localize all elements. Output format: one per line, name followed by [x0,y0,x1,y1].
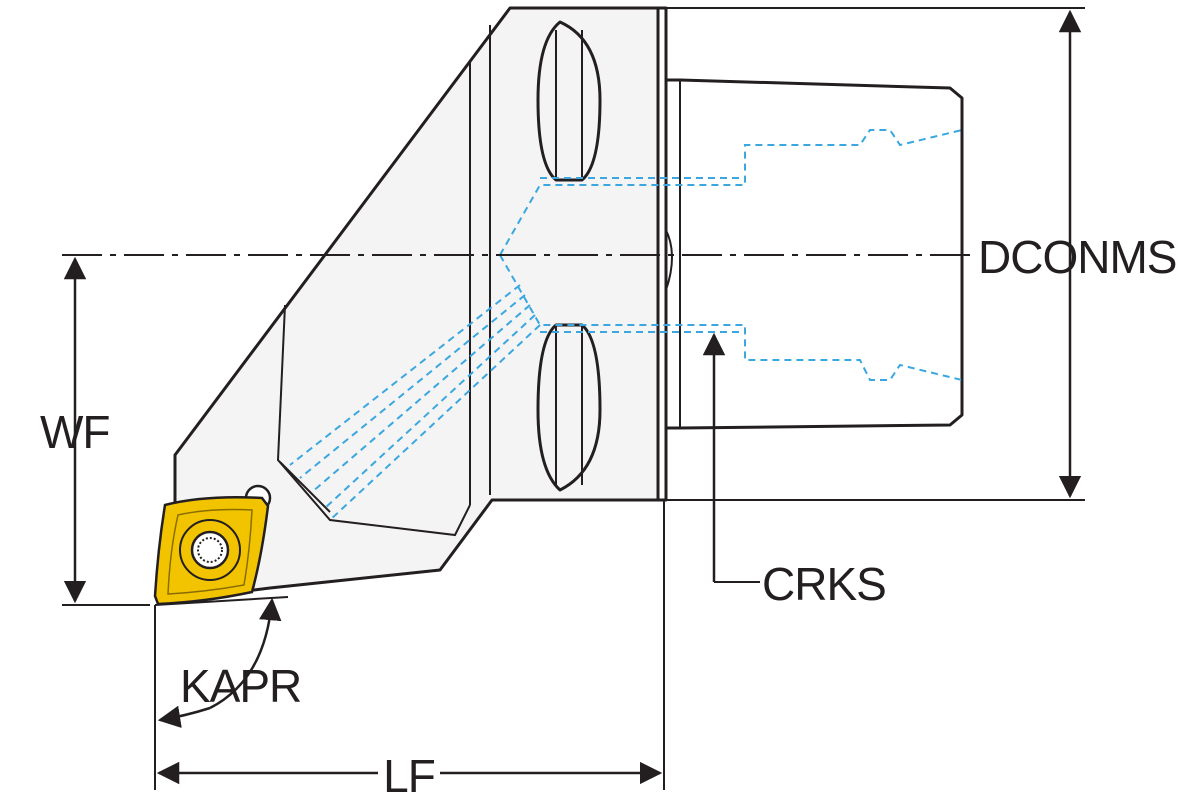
holder-shank [664,78,964,430]
wf-label: WF [40,406,110,458]
dconms-label: DCONMS [978,231,1176,283]
wf-dimension [62,256,150,606]
cutting-insert [153,496,270,606]
kapr-dimension [154,596,289,728]
drive-slot-upper [536,20,602,182]
drive-slot-lower [536,323,602,492]
holder-head-face-lines [469,25,491,505]
shank-bump [665,229,673,291]
dconms-dimension [666,7,1085,501]
kapr-label: KAPR [180,660,301,712]
drive-slot-upper-inner [555,30,583,180]
lf-dimension [154,500,665,790]
crks-dimension [702,332,760,583]
drive-slot-lower-inner [555,325,583,485]
coolant-channels [289,129,963,521]
insert-pocket-inner [279,461,331,513]
crks-label: CRKS [762,558,886,610]
insert-pocket [276,304,471,537]
lf-label: LF [383,750,435,800]
